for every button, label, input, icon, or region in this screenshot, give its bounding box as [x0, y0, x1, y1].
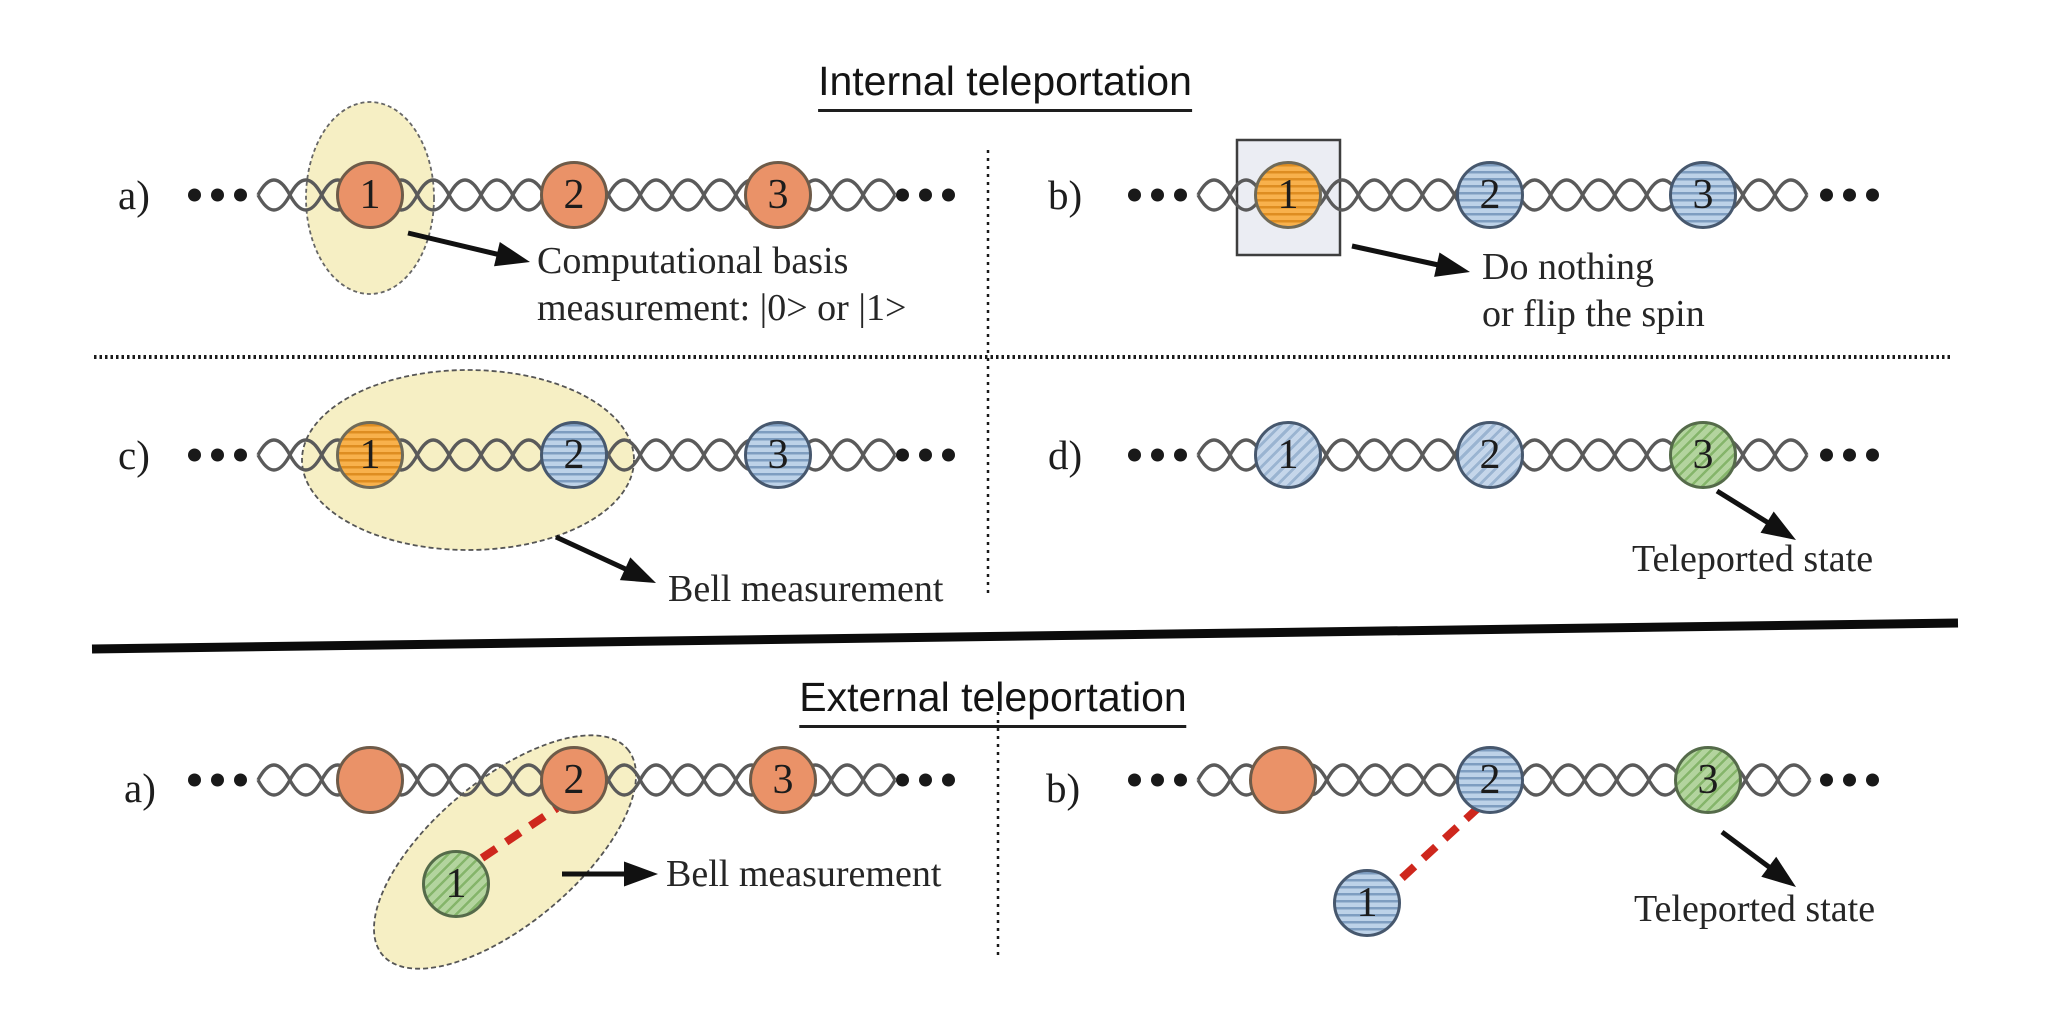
spin-3-internal-a: 3 [744, 161, 812, 229]
panel-label-internal-b: b) [1048, 172, 1083, 218]
arrow-internal-a [407, 230, 530, 267]
arrow-internal-b [1351, 243, 1470, 277]
teleport-spin-1-external-b: 1 [1333, 869, 1401, 937]
panel-label-internal-c: c) [118, 432, 150, 478]
spin-3-internal-c: 3 [744, 421, 812, 489]
ellipsis-dots [1820, 188, 1879, 202]
arrow-external-b [1720, 829, 1796, 887]
ellipsis-dots [188, 773, 247, 787]
annotation-line: Computational basis [537, 240, 849, 282]
annotation-line: Do nothing [1482, 246, 1655, 288]
annotation-external-a: Bell measurement [666, 853, 942, 895]
highlight-ellipse-external-a [373, 734, 637, 970]
section-divider-thick-line [91, 618, 1959, 654]
panel-label-external-b: b) [1046, 765, 1081, 811]
spin-1-internal-c: 1 [336, 421, 404, 489]
ellipsis-dots [1820, 773, 1879, 787]
ellipsis-dots [896, 773, 955, 787]
spin-2-internal-b: 2 [1456, 161, 1524, 229]
ellipsis-dots [1128, 773, 1187, 787]
panel-label-internal-d: d) [1048, 432, 1083, 478]
ellipsis-dots [896, 448, 955, 462]
annotation-line: or flip the spin [1482, 293, 1705, 335]
spin-1-internal-b: 1 [1254, 161, 1322, 229]
entanglement-link-external-a [479, 804, 560, 862]
spin-3-internal-d: 3 [1669, 421, 1737, 489]
spin-3-internal-b: 3 [1669, 161, 1737, 229]
internal-teleportation-title: Internal teleportation [818, 58, 1192, 112]
spin-2-external-b: 2 [1456, 746, 1524, 814]
panel-label-external-a: a) [124, 765, 156, 811]
annotation-internal-c: Bell measurement [668, 568, 944, 610]
ellipsis-dots [1128, 188, 1187, 202]
spin-2-internal-d: 2 [1456, 421, 1524, 489]
entanglement-link-external-b [1399, 805, 1481, 881]
ellipsis-dots [188, 188, 247, 202]
spin-1-internal-d: 1 [1254, 421, 1322, 489]
panel-label-internal-a: a) [118, 172, 150, 218]
spin-2-internal-a: 2 [540, 161, 608, 229]
ellipsis-dots [188, 448, 247, 462]
spin-1-internal-a: 1 [336, 161, 404, 229]
spin-3-external-b: 3 [1674, 746, 1742, 814]
spin-3-external-a: 3 [749, 746, 817, 814]
arrow-internal-c [554, 534, 656, 583]
teleport-spin-1-external-a: 1 [422, 850, 490, 918]
arrow-internal-d [1715, 488, 1796, 540]
ellipsis-dots [896, 188, 955, 202]
annotation-line: measurement: |0> or |1> [537, 287, 907, 329]
spin-2-external-a: 2 [540, 746, 608, 814]
spin-bulk-external-b [1249, 746, 1317, 814]
annotation-external-b: Teleported state [1634, 888, 1876, 930]
ellipsis-dots [1128, 448, 1187, 462]
external-teleportation-title: External teleportation [799, 674, 1187, 728]
spin-bulk-external-a [336, 746, 404, 814]
arrow-external-a [562, 861, 658, 887]
annotation-internal-b: Do nothing or flip the spin [1482, 244, 1705, 338]
ellipsis-dots [1820, 448, 1879, 462]
spin-2-internal-c: 2 [540, 421, 608, 489]
annotation-internal-d: Teleported state [1632, 538, 1874, 580]
annotation-internal-a: Computational basis measurement: |0> or … [537, 238, 906, 332]
highlight-ellipse-internal-c [301, 369, 635, 551]
